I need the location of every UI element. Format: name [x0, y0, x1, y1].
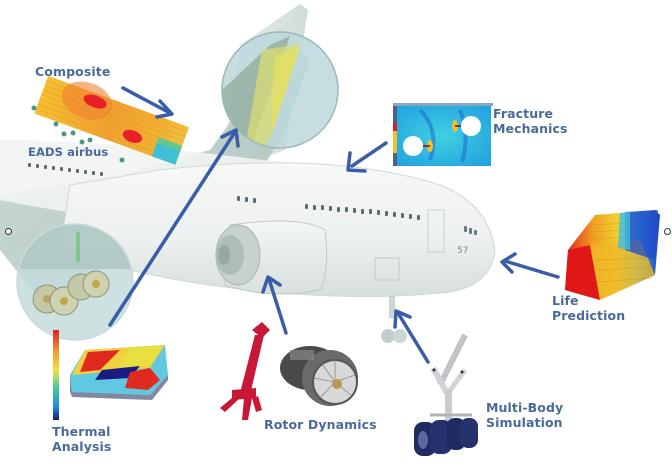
label-life-prediction: Life Prediction — [552, 293, 626, 323]
arrow-fracture-to-fuselage — [346, 141, 388, 173]
arrow-composite-to-wing — [121, 86, 174, 119]
rotor-strut — [220, 322, 270, 420]
composite-supports — [31, 105, 125, 163]
label-fracture-mechanics: Fracture Mechanics — [493, 106, 568, 136]
jet-engine-image — [280, 346, 358, 406]
arrow-life-to-nose — [500, 252, 560, 279]
life-prediction-fem — [565, 210, 660, 300]
passenger-windows — [28, 163, 420, 220]
resize-handle-left[interactable] — [5, 228, 12, 235]
cargo-door — [374, 257, 400, 281]
arrow-thermal-to-gear — [108, 128, 240, 327]
front-door — [427, 209, 445, 253]
arrow-rotor-to-engine — [261, 275, 288, 335]
fracture-plate-fem — [393, 103, 493, 166]
arrows — [108, 86, 560, 364]
aircraft-marking: 57 — [457, 246, 468, 256]
wing-detail-magnifier — [221, 31, 339, 149]
thermal-analysis-fem — [53, 330, 168, 420]
arrow-multibody-to-nosegear — [393, 309, 430, 364]
landing-gear-magnifier — [16, 223, 134, 341]
composite-panel-fem — [34, 75, 190, 165]
cockpit-windows — [464, 226, 477, 235]
label-multi-body-simulation: Multi-Body Simulation — [486, 400, 564, 430]
nose-gear — [381, 296, 407, 343]
resize-handle-right[interactable] — [664, 228, 671, 235]
label-rotor-dynamics: Rotor Dynamics — [264, 417, 377, 432]
thermal-color-scale — [53, 330, 59, 420]
label-thermal-analysis: Thermal Analysis — [52, 424, 112, 454]
label-composite: Composite — [35, 64, 111, 79]
engine — [215, 220, 328, 295]
multibody-landing-gear — [414, 333, 478, 456]
label-eads-airbus: EADS airbus — [28, 145, 109, 159]
